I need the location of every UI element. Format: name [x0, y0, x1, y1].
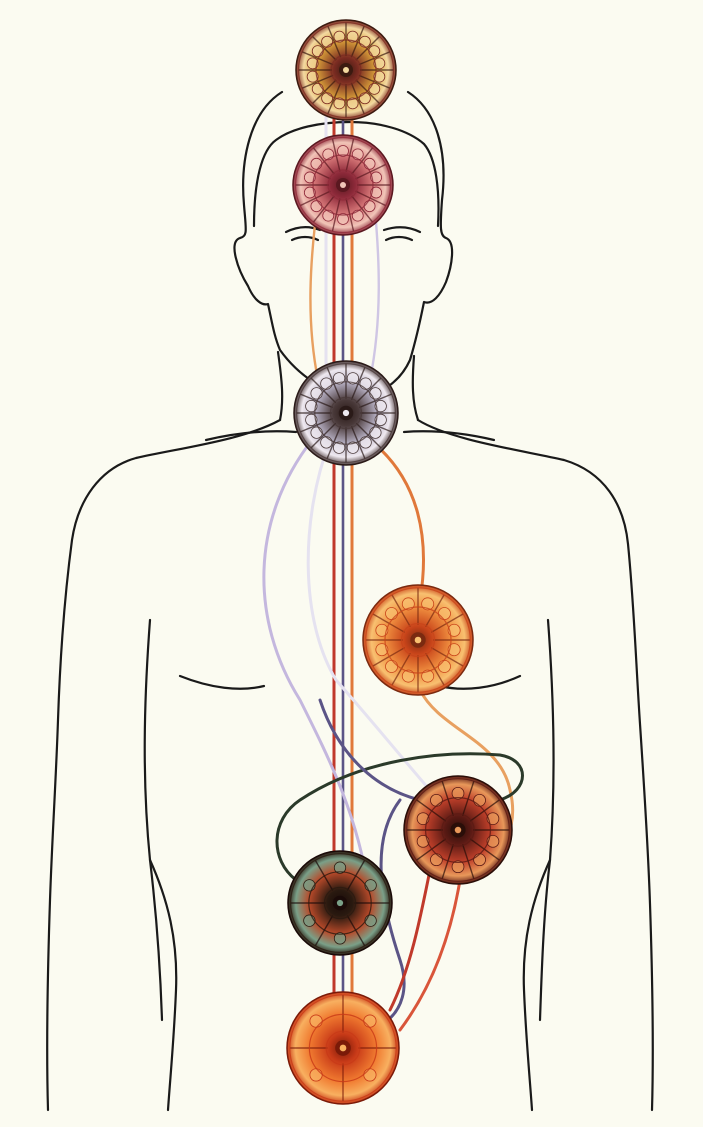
- chakra-throat-petal: [360, 378, 371, 389]
- chakra-solar-plexus-petal: [474, 794, 486, 806]
- chakra-crown-petal: [312, 83, 323, 94]
- chakra-throat-petal: [370, 427, 381, 438]
- chakra-throat: [294, 361, 398, 465]
- chakra-crown-petal: [322, 93, 333, 104]
- chakra-solar-plexus-petal: [474, 854, 486, 866]
- right-eye: [386, 237, 412, 240]
- chakra-crown-petal: [312, 46, 323, 57]
- chakra-root-petal: [310, 1069, 322, 1081]
- chakra-heart: [363, 585, 473, 695]
- chakra-third-eye-petal: [311, 158, 322, 169]
- chakra-crown-petal: [369, 83, 380, 94]
- chakra-solar-plexus-petal: [430, 794, 442, 806]
- chakra-third-eye-petal: [364, 158, 375, 169]
- chakra-heart-petal: [386, 608, 398, 620]
- left-pectoral: [180, 676, 264, 689]
- chakra-crown-core: [343, 67, 349, 73]
- body-outline: [47, 92, 653, 1110]
- chakra-root-petal: [364, 1069, 376, 1081]
- chakra-throat-petal: [360, 437, 371, 448]
- chakra-sacral-petal: [304, 915, 315, 926]
- chakra-root-petal: [364, 1015, 376, 1027]
- left-collarbone: [206, 431, 296, 440]
- chakra-heart-core: [415, 637, 422, 644]
- chakra-root-petal: [310, 1015, 322, 1027]
- chakra-heart-petal: [386, 660, 398, 672]
- chakra-third-eye-petal: [311, 201, 322, 212]
- channel-orange-heart: [370, 440, 423, 600]
- chakra-solar-plexus-core: [455, 827, 461, 833]
- right-collarbone: [404, 431, 494, 440]
- chakra-crown-petal: [359, 36, 370, 47]
- chakra-throat-petal: [311, 388, 322, 399]
- chakra-heart-petal: [438, 660, 450, 672]
- chakra-root: [287, 992, 399, 1104]
- chakra-heart-petal: [438, 608, 450, 620]
- chakra-sacral: [288, 851, 392, 955]
- chakra-solar-plexus-petal: [430, 854, 442, 866]
- right-eyebrow: [384, 227, 420, 232]
- chakra-sacral-petal: [365, 880, 376, 891]
- chakra-discs: [287, 20, 512, 1104]
- chakra-crown-petal: [359, 93, 370, 104]
- channel-lilac-loop-left: [264, 440, 370, 900]
- neck-right: [413, 356, 418, 420]
- chakra-crown-petal: [369, 46, 380, 57]
- chakra-solar-plexus: [404, 776, 512, 884]
- right-arm-inner: [540, 620, 554, 1020]
- left-arm-inner: [145, 620, 162, 1020]
- chakra-sacral-petal: [304, 880, 315, 891]
- chakra-throat-petal: [321, 378, 332, 389]
- chakra-sacral-core: [337, 900, 343, 906]
- chakra-third-eye-core: [340, 182, 346, 188]
- chakra-root-core: [340, 1045, 347, 1052]
- chakra-sacral-petal: [365, 915, 376, 926]
- chakra-throat-petal: [370, 388, 381, 399]
- chakra-throat-petal: [311, 427, 322, 438]
- neck-left: [278, 352, 282, 420]
- chakra-throat-petal: [321, 437, 332, 448]
- chakra-throat-core: [343, 410, 349, 416]
- channel-red-right: [400, 880, 460, 1030]
- chakra-third-eye: [293, 135, 393, 235]
- chakra-crown: [296, 20, 396, 120]
- chakra-third-eye-petal: [364, 201, 375, 212]
- chakra-crown-petal: [322, 36, 333, 47]
